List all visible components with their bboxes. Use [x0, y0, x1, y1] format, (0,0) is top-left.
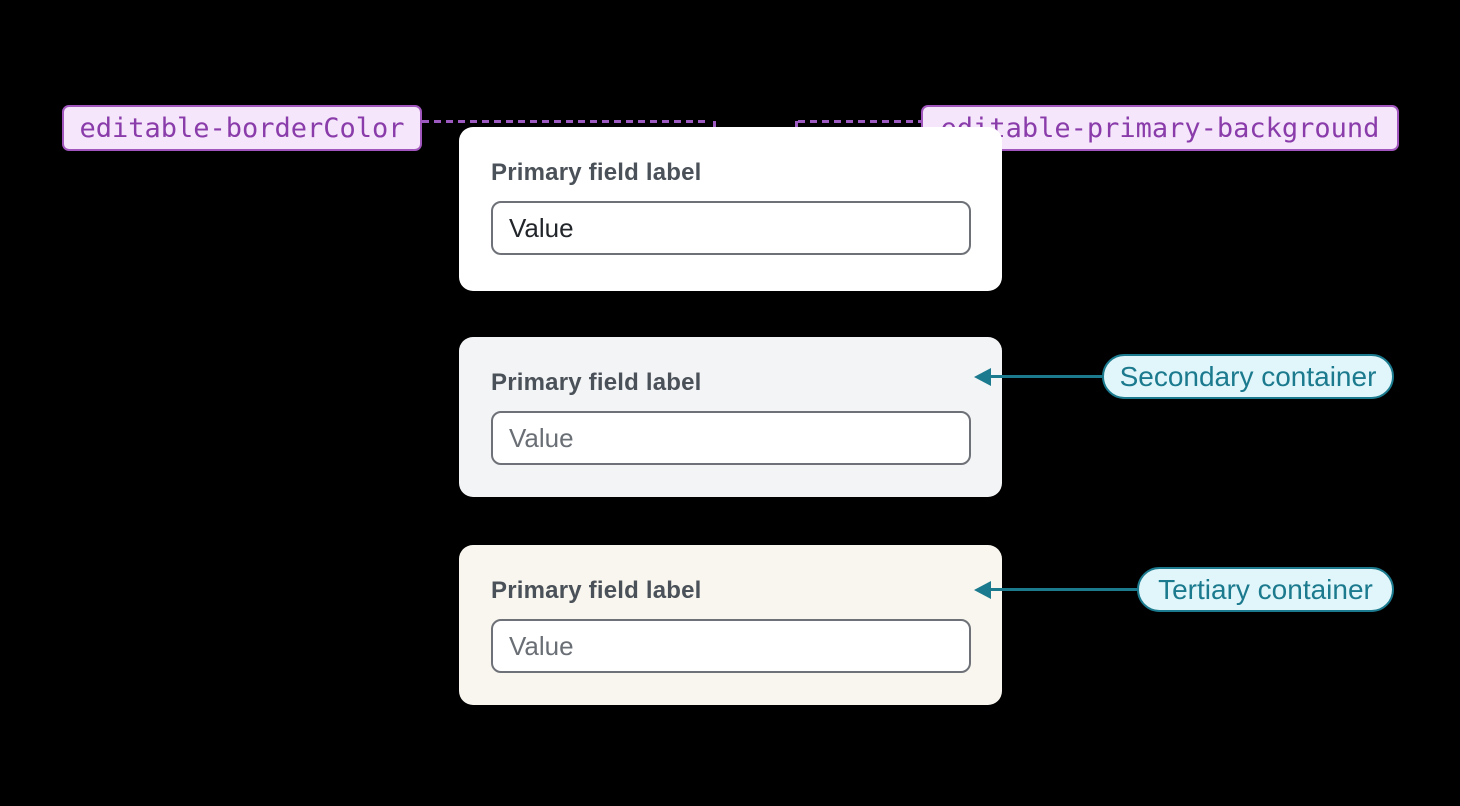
arrow-left-icon: [974, 367, 991, 386]
token-label-editable-bordercolor: editable-borderColor: [62, 105, 422, 151]
value-input[interactable]: [491, 411, 971, 465]
dashed-connector-bordercolor-horizontal: [422, 120, 706, 123]
dashed-connector-background-horizontal: [798, 120, 921, 123]
field-label: Primary field label: [491, 369, 702, 396]
annotation-line-tertiary: [988, 588, 1137, 591]
card-secondary-container: Primary field label: [459, 337, 1002, 497]
card-primary-container: Primary field label: [459, 127, 1002, 291]
value-input[interactable]: [491, 619, 971, 673]
arrow-left-icon: [974, 580, 991, 599]
field-label: Primary field label: [491, 577, 702, 604]
annotation-pill-tertiary-container: Tertiary container: [1137, 567, 1394, 612]
card-tertiary-container: Primary field label: [459, 545, 1002, 705]
field-label: Primary field label: [491, 159, 702, 186]
value-input[interactable]: [491, 201, 971, 255]
annotation-line-secondary: [988, 375, 1102, 378]
annotation-pill-secondary-container: Secondary container: [1102, 354, 1394, 399]
